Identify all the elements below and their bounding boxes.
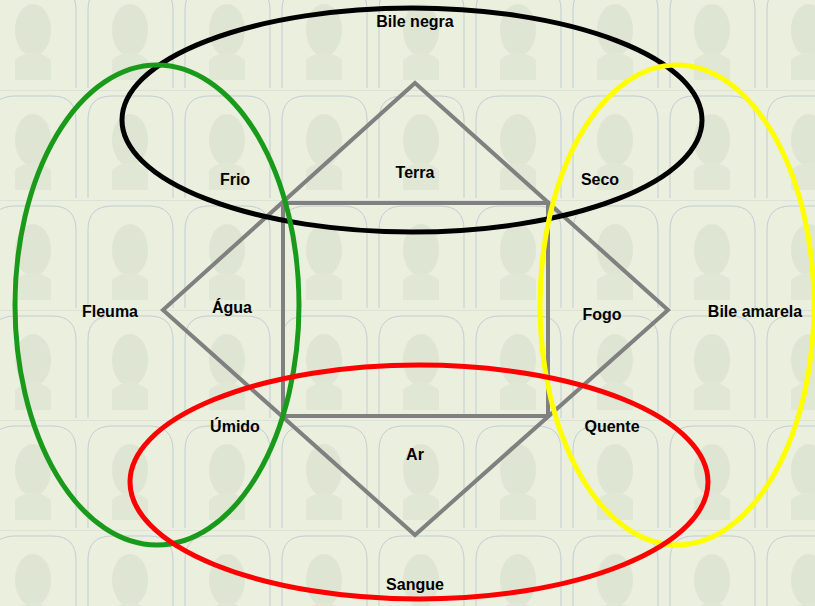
diamond-outline (163, 83, 668, 535)
ellipse-outline (122, 8, 702, 232)
humor-ellipse: Bile amarela (540, 65, 814, 545)
humor-name: Bile amarela (708, 302, 802, 322)
humor-name: Fleuma (82, 302, 138, 322)
quality-label: Terra (396, 163, 435, 183)
quality-label: Ar (406, 445, 424, 465)
ellipse-outline (15, 65, 299, 545)
quality-label: Água (212, 298, 252, 318)
ellipse-outline (130, 365, 708, 599)
humor-ellipse: Sangue (130, 365, 708, 599)
quality-label: Fogo (582, 305, 621, 325)
quality-label: Quente (584, 417, 639, 437)
quality-label: Frio (220, 170, 250, 190)
square-outline (283, 203, 548, 416)
quality-label: Úmido (210, 417, 260, 437)
humor-name: Sangue (386, 575, 444, 595)
humor-name: Bile negra (376, 12, 453, 32)
quality-label: Seco (581, 170, 619, 190)
humor-ellipse: Fleuma (15, 65, 299, 545)
humor-ellipse: Bile negra (122, 8, 702, 232)
